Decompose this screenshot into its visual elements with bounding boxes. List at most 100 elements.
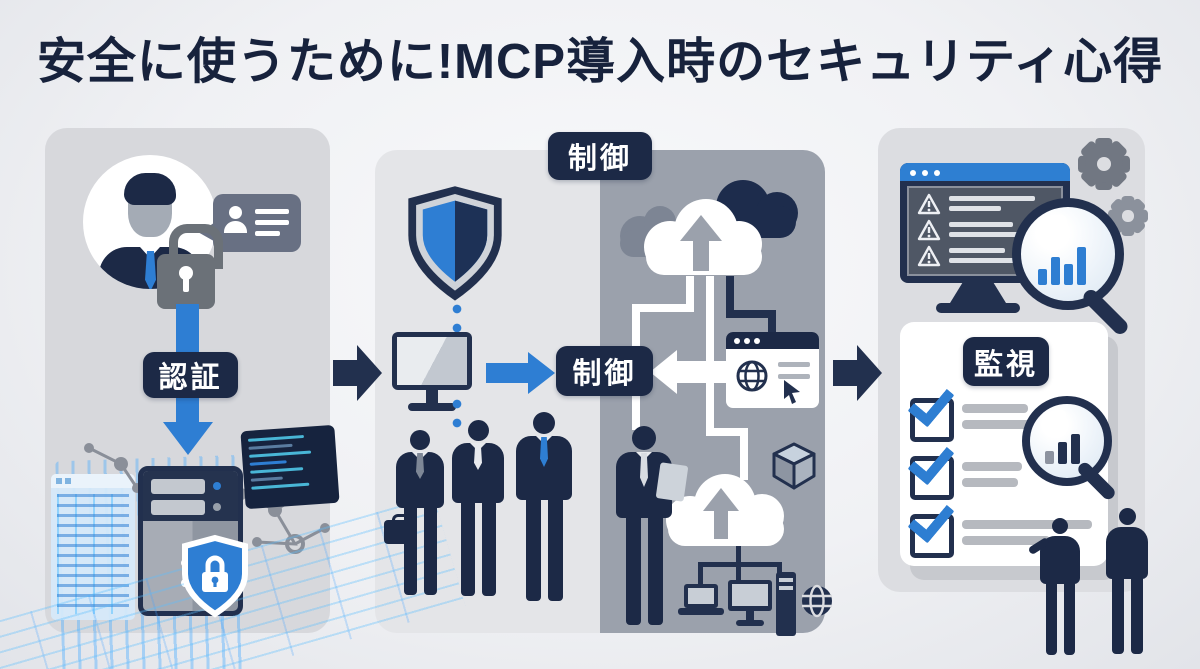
businessman-silhouette [396, 430, 444, 595]
checklist-text-line [962, 536, 1050, 545]
server-led-gray [213, 503, 221, 511]
device-link-line [777, 562, 782, 576]
person-tie [540, 437, 548, 467]
code-line [249, 450, 312, 458]
person-leg [481, 502, 496, 596]
page-title: 安全に使うために!MCP導入時のセキュリティ心得 [36, 35, 1164, 89]
checklist-text-line [962, 478, 1018, 487]
device-link-line [736, 546, 741, 564]
laptop-base [678, 608, 724, 615]
lens-shine [1033, 209, 1071, 242]
monitor-screen [732, 584, 768, 606]
upload-arrow-head [703, 488, 739, 511]
person-legs [1111, 578, 1143, 654]
flow-arrow-1-icon [357, 345, 382, 401]
monitor-base [736, 620, 764, 626]
right-arrow-shaft [486, 363, 528, 383]
half-shield-icon [408, 186, 502, 301]
person-legs [460, 502, 496, 596]
person-leg [1111, 578, 1124, 654]
person-legs [625, 517, 663, 625]
browser-dot [734, 338, 740, 344]
id-card-speech-bubble-icon [197, 194, 301, 252]
browser-titlebar [726, 332, 819, 349]
upload-arrow-head [680, 215, 722, 241]
chart-bar [1071, 434, 1080, 464]
log-line [949, 258, 1023, 263]
monitor-titlebar [900, 163, 1070, 181]
device-link-line [736, 562, 741, 582]
businessman-silhouette [1106, 508, 1148, 654]
checklist-text-line [962, 420, 1044, 429]
person-tie [416, 453, 424, 479]
browser-dot [754, 338, 760, 344]
monitor-base [408, 403, 456, 411]
person-leg [525, 499, 541, 601]
person-head [467, 420, 489, 441]
person-head [1052, 518, 1068, 534]
id-text-line [255, 209, 289, 214]
id-text-line [255, 220, 289, 225]
code-line [251, 482, 309, 490]
pipe-connector [726, 276, 734, 318]
monitor-neck [426, 390, 438, 403]
padlock-icon [157, 254, 215, 309]
code-line [247, 434, 305, 442]
chart-bar [1038, 269, 1047, 285]
right-arrow-icon [528, 352, 555, 394]
person-torso [396, 452, 444, 508]
monitor-screen [397, 337, 467, 385]
log-line [949, 206, 1001, 211]
person-leg [1063, 583, 1075, 655]
badge-monitoring: 監視 [963, 337, 1049, 386]
badge-control-top: 制御 [548, 132, 652, 180]
person-leg [547, 499, 563, 601]
checkbox-checked-icon [910, 398, 954, 442]
checklist-text-line [962, 404, 1028, 413]
flow-arrow-2-icon [857, 345, 882, 401]
person-head [533, 412, 555, 434]
log-line [949, 248, 1005, 253]
down-arrow-icon [163, 422, 213, 455]
id-person-icon [229, 206, 242, 219]
badge-authentication: 認証 [143, 352, 238, 398]
person-legs [1045, 583, 1075, 655]
tower-slit [779, 578, 793, 582]
browser-window-icon [726, 332, 819, 408]
monitor-neck [950, 283, 1006, 303]
gear-hole [1096, 156, 1112, 172]
pipe-connector [706, 276, 714, 436]
gear-icon [1078, 138, 1130, 190]
checkbox-checked-icon [910, 456, 954, 500]
server-led-blue [213, 482, 221, 490]
laptop-icon [684, 584, 718, 608]
person-leg [460, 502, 475, 596]
code-screen-icon [240, 424, 340, 510]
flow-arrow-shaft [833, 360, 857, 386]
person-torso [1106, 527, 1148, 579]
titlebar-dot [910, 170, 916, 176]
code-line [250, 467, 304, 474]
warning-triangle-icon [917, 245, 941, 267]
person-tie [474, 444, 482, 470]
keyhole-stem [183, 276, 189, 292]
upload-arrow-shaft [693, 241, 709, 271]
person-tie [640, 453, 648, 487]
server-tower-icon [776, 572, 796, 636]
flow-arrow-shaft [333, 360, 357, 386]
globe-icon [802, 584, 832, 618]
code-line [250, 476, 283, 482]
log-line [949, 222, 1013, 227]
pipe-connector [706, 428, 748, 436]
keyhole [179, 266, 193, 280]
person-head [1118, 508, 1136, 525]
person-leg [1130, 578, 1143, 654]
log-area [907, 186, 1063, 276]
titlebar-dot [922, 170, 928, 176]
window-square [65, 478, 71, 484]
person-torso [1027, 536, 1080, 584]
person-legs [525, 499, 563, 601]
lens-shine [1039, 406, 1069, 432]
person-head [410, 430, 430, 450]
